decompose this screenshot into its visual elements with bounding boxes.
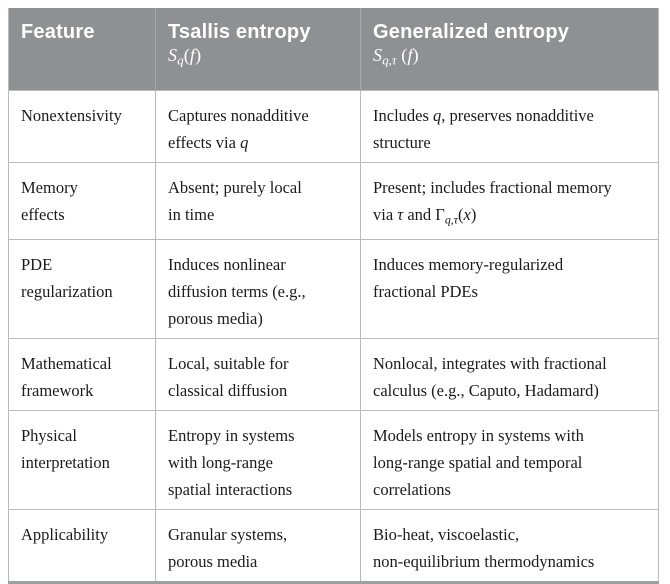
header-tsallis-entropy: Tsallis entropy Sq(f) bbox=[155, 8, 361, 91]
generalized-cell: Bio-heat, viscoelastic,non-equilibrium t… bbox=[360, 509, 659, 584]
header-feature-label: Feature bbox=[21, 21, 95, 43]
header-feature: Feature bbox=[8, 8, 156, 91]
header-row: Feature Tsallis entropy Sq(f) Generalize… bbox=[8, 8, 659, 91]
header-tsallis-label: Tsallis entropy bbox=[168, 21, 311, 43]
page: Feature Tsallis entropy Sq(f) Generalize… bbox=[8, 8, 659, 584]
entropy-comparison-table: Feature Tsallis entropy Sq(f) Generalize… bbox=[8, 8, 659, 584]
tsallis-cell: Granular systems,porous media bbox=[155, 509, 361, 584]
generalized-math-symbol: Sq,τ (f) bbox=[373, 45, 419, 68]
header-generalized-label: Generalized entropy bbox=[373, 21, 570, 43]
feature-cell: Applicability bbox=[8, 509, 156, 584]
tsallis-math-symbol: Sq(f) bbox=[168, 45, 202, 68]
header-generalized-entropy: Generalized entropy Sq,τ (f) bbox=[360, 8, 659, 91]
table-header: Feature Tsallis entropy Sq(f) Generalize… bbox=[8, 8, 659, 91]
feature-cell: Nonextensivity bbox=[8, 90, 156, 163]
